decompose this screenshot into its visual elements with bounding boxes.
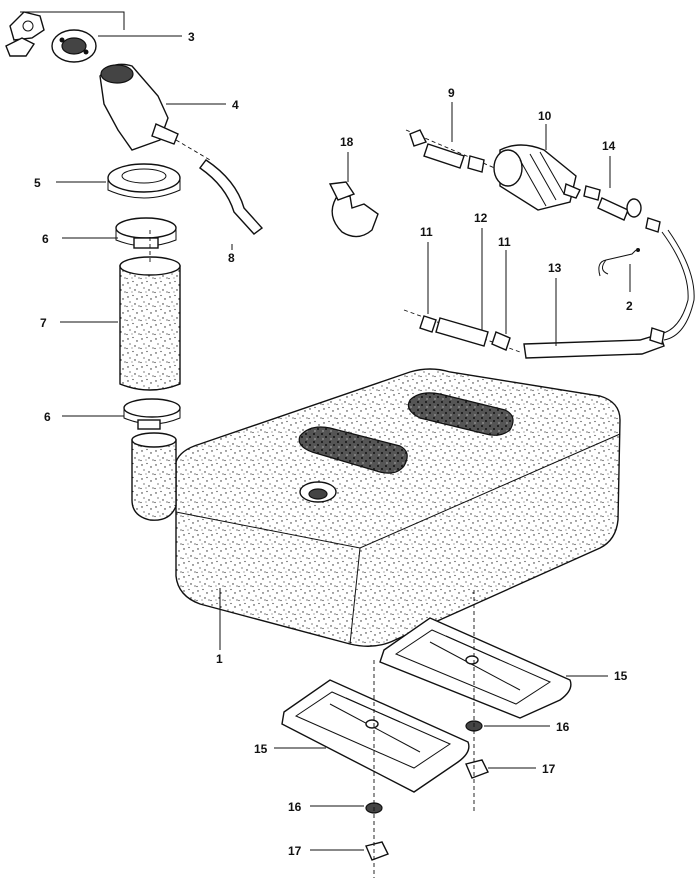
mount-pad-left: [281, 679, 470, 793]
callout-15-right: 15: [614, 669, 628, 683]
callout-17-left: 17: [288, 844, 302, 858]
grommet: [107, 163, 181, 199]
fuel-tank: [131, 368, 621, 647]
callout-8: 8: [228, 251, 235, 265]
breather-hose: [175, 139, 264, 235]
callout-9: 9: [448, 86, 455, 100]
callout-14: 14: [602, 139, 616, 153]
fuel-filter: [493, 144, 581, 211]
wire-clip: [598, 248, 640, 277]
callout-3: 3: [188, 30, 195, 44]
filler-hose: [119, 256, 181, 391]
center-lines: [149, 230, 475, 878]
filler-elbow: [99, 63, 179, 151]
fuel-line-lower: [403, 309, 665, 359]
callout-16-left: 16: [288, 800, 302, 814]
callout-18: 18: [340, 135, 354, 149]
mount-pad-right: [379, 617, 572, 719]
callout-12: 12: [474, 211, 488, 225]
callout-2: 2: [626, 299, 633, 313]
hose-clamp-upper: [115, 217, 177, 249]
callout-labels: 3 4 5 6 7 8 6 18 9 10 14 11 12 11 13 2 1…: [34, 30, 633, 858]
callout-6-upper: 6: [42, 232, 49, 246]
hose-clamp-lower: [123, 398, 181, 430]
callout-1: 1: [216, 652, 223, 666]
filler-cap-assembly: [5, 11, 97, 63]
hose-clip: [328, 181, 379, 238]
callout-13: 13: [548, 261, 562, 275]
callout-11-left: 11: [420, 225, 433, 239]
fuel-line-right: [583, 185, 695, 341]
callout-17-right: 17: [542, 762, 556, 776]
callout-6-lower: 6: [44, 410, 51, 424]
leader-lines: [20, 11, 631, 851]
callout-15-left: 15: [254, 742, 268, 756]
callout-5: 5: [34, 176, 41, 190]
callout-11-right: 11: [498, 235, 511, 249]
callout-4: 4: [232, 98, 239, 112]
callout-16-right: 16: [556, 720, 570, 734]
callout-10: 10: [538, 109, 552, 123]
fuel-line-upper: [405, 129, 561, 197]
callout-7: 7: [40, 316, 47, 330]
spacers-and-nuts: [365, 720, 489, 861]
